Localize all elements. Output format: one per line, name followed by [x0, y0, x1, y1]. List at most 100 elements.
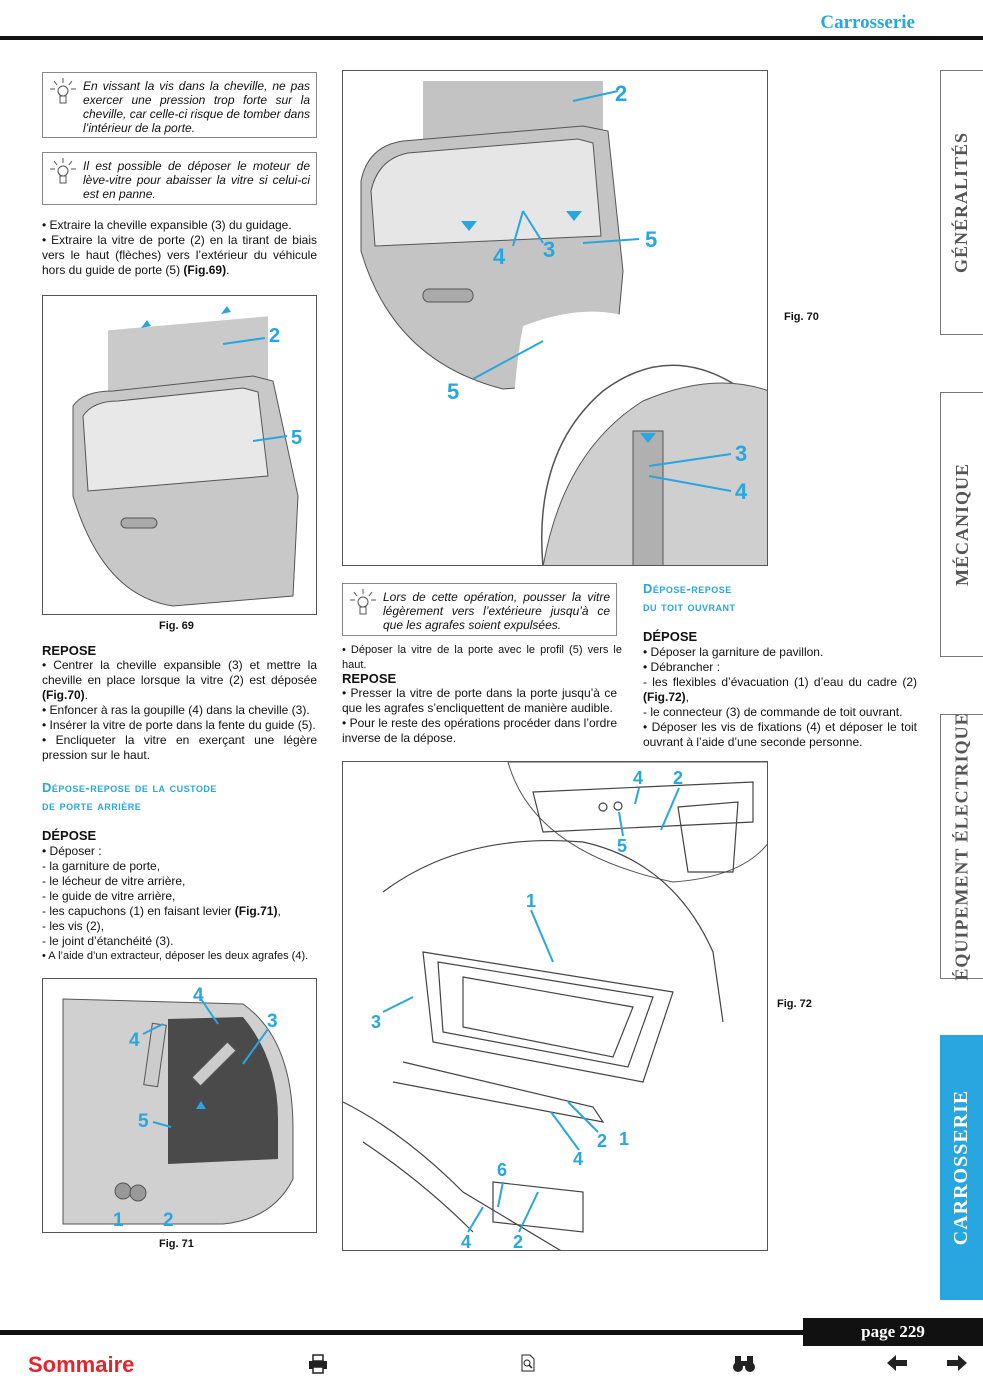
side-tab-carrosserie[interactable]: CARROSSERIE	[940, 1035, 983, 1300]
side-tab-mecanique[interactable]: MÉCANIQUE	[940, 392, 983, 657]
list-item: • Débrancher :	[643, 660, 720, 674]
printer-icon[interactable]	[308, 1354, 328, 1380]
section-heading: Dépose-repose de la custode de porte arr…	[42, 780, 217, 813]
callout-label: 3	[543, 237, 555, 262]
callout-label: 2	[597, 1131, 607, 1151]
list-item: • Déposer la garniture de pavillon.	[643, 645, 824, 659]
note-box: En vissant la vis dans la cheville, ne p…	[42, 72, 317, 138]
repose-block: • Presser la vitre de porte dans la port…	[342, 686, 617, 746]
figure-71: 4 3 4 5 1 2	[42, 978, 317, 1233]
list-item: - les vis (2),	[42, 919, 105, 933]
depose-list: • Déposer la garniture de pavillon. • Dé…	[643, 645, 917, 750]
figure-69: 2 5	[42, 295, 317, 615]
side-tab-equipement-electrique[interactable]: ÉQUIPEMENT ÉLECTRIQUE	[940, 712, 983, 981]
callout-label: 5	[138, 1111, 149, 1132]
lightbulb-icon	[50, 78, 76, 104]
depose-list: • Déposer : - la garniture de porte, - l…	[42, 844, 317, 964]
list-item: - la garniture de porte,	[42, 859, 161, 873]
arrow-icon	[640, 433, 656, 443]
arrow-icon	[196, 1101, 206, 1109]
callout-label: 4	[633, 768, 643, 788]
instruction: • Insérer la vitre de porte dans la fent…	[42, 718, 316, 732]
note-text: Lors de cette opération, pousser la vitr…	[383, 590, 610, 632]
callout-label: 4	[735, 479, 748, 504]
side-tab-label: CARROSSERIE	[950, 1089, 973, 1246]
side-tab-label: MÉCANIQUE	[951, 462, 972, 587]
arrow-right-icon[interactable]	[946, 1354, 968, 1378]
figure-caption: Fig. 70	[784, 311, 819, 323]
callout-label: 3	[267, 1011, 278, 1032]
callout-label: 3	[371, 1012, 381, 1032]
note-text: En vissant la vis dans la cheville, ne p…	[83, 79, 310, 135]
section-subhead: REPOSE	[42, 643, 97, 658]
repose-block: • Centrer la cheville expansible (3) et …	[42, 658, 317, 763]
note-text: Il est possible de déposer le moteur de …	[83, 159, 310, 201]
search-doc-icon[interactable]	[520, 1354, 536, 1378]
section-heading: Dépose-repose du toit ouvrant	[643, 581, 736, 614]
callout-label: 5	[645, 227, 657, 252]
callout-label: 6	[497, 1160, 507, 1180]
arrow-icon	[461, 221, 477, 231]
page-header-title: Carrosserie	[820, 12, 915, 33]
callout-label: 4	[493, 244, 506, 269]
figure-caption: Fig. 72	[777, 998, 812, 1010]
callout-label: 2	[673, 768, 683, 788]
arrow-icon	[141, 320, 151, 328]
figure-ref[interactable]: (Fig.70)	[42, 688, 85, 702]
list-item: - le connecteur (3) de commande de toit …	[643, 705, 903, 719]
instruction: • Extraire la cheville expansible (3) du…	[42, 218, 292, 232]
list-item: • A l’aide d’un extracteur, déposer les …	[42, 950, 309, 962]
instruction: • Pour le reste des opérations procéder …	[342, 716, 617, 745]
section-subhead: REPOSE	[342, 671, 397, 686]
figure-caption: Fig. 69	[159, 620, 194, 632]
figure-ref[interactable]: (Fig.72)	[643, 690, 686, 704]
figure-70: 2 4 3 5 5 3 4	[342, 70, 768, 566]
list-item: - le lécheur de vitre arrière,	[42, 874, 186, 888]
instruction: • Extraire la vitre de porte (2) en la t…	[42, 233, 317, 277]
callout-label: 4	[461, 1232, 471, 1251]
sommaire-link[interactable]: Sommaire	[28, 1352, 135, 1377]
arrow-left-icon[interactable]	[886, 1354, 908, 1378]
callout-label: 5	[447, 379, 459, 404]
instructions-block: • Extraire la cheville expansible (3) du…	[42, 218, 317, 278]
callout-label: 4	[193, 985, 204, 1006]
note-box: Il est possible de déposer le moteur de …	[42, 152, 317, 205]
list-item: - le guide de vitre arrière,	[42, 889, 176, 903]
arrow-icon	[566, 211, 582, 221]
callout-label: 2	[513, 1232, 523, 1251]
side-tab-label: ÉQUIPEMENT ÉLECTRIQUE	[951, 712, 972, 981]
figure-caption: Fig. 71	[159, 1238, 194, 1250]
callout-label: 5	[291, 427, 302, 449]
callout-label: 4	[573, 1149, 583, 1169]
callout-label: 2	[615, 81, 627, 106]
footer-rule	[0, 1330, 983, 1335]
binoculars-icon[interactable]	[732, 1354, 756, 1380]
list-item: • Déposer :	[42, 844, 102, 858]
header-rule	[0, 36, 983, 40]
instruction: • Déposer la vitre de la porte avec le p…	[342, 644, 622, 671]
instruction: • Presser la vitre de porte dans la port…	[342, 686, 617, 715]
callout-label: 2	[269, 325, 280, 347]
section-subhead: DÉPOSE	[643, 629, 698, 644]
section-subhead: DÉPOSE	[42, 828, 97, 843]
side-tab-generalites[interactable]: GÉNÉRALITÉS	[940, 70, 983, 335]
callout-label: 5	[617, 836, 627, 856]
callout-label: 2	[163, 1210, 174, 1231]
figure-72: 4 2 5 1 3 2 1 4 6 4 2	[342, 761, 768, 1251]
instruction: • Centrer la cheville expansible (3) et …	[42, 658, 317, 702]
callout-label: 3	[735, 441, 747, 466]
list-item: - le joint d’étanchéité (3).	[42, 934, 174, 948]
callout-label: 1	[526, 891, 536, 911]
side-tab-label: GÉNÉRALITÉS	[951, 131, 972, 274]
callout-label: 4	[129, 1030, 140, 1051]
callout-label: 1	[619, 1129, 629, 1149]
figure-ref[interactable]: (Fig.69)	[183, 263, 227, 277]
instruction: • Enfoncer à ras la goupille (4) dans la…	[42, 703, 310, 717]
list-item: - les flexibles d’évacuation (1) d’eau d…	[643, 675, 917, 704]
page-number: page 229	[803, 1318, 983, 1346]
note-box: Lors de cette opération, pousser la vitr…	[342, 583, 617, 636]
lightbulb-icon	[350, 589, 376, 615]
figure-ref[interactable]: (Fig.71)	[234, 904, 278, 918]
instruction: • Encliqueter la vitre en exerçant une l…	[42, 733, 317, 762]
list-item: • Déposer les vis de fixations (4) et dé…	[643, 720, 917, 749]
